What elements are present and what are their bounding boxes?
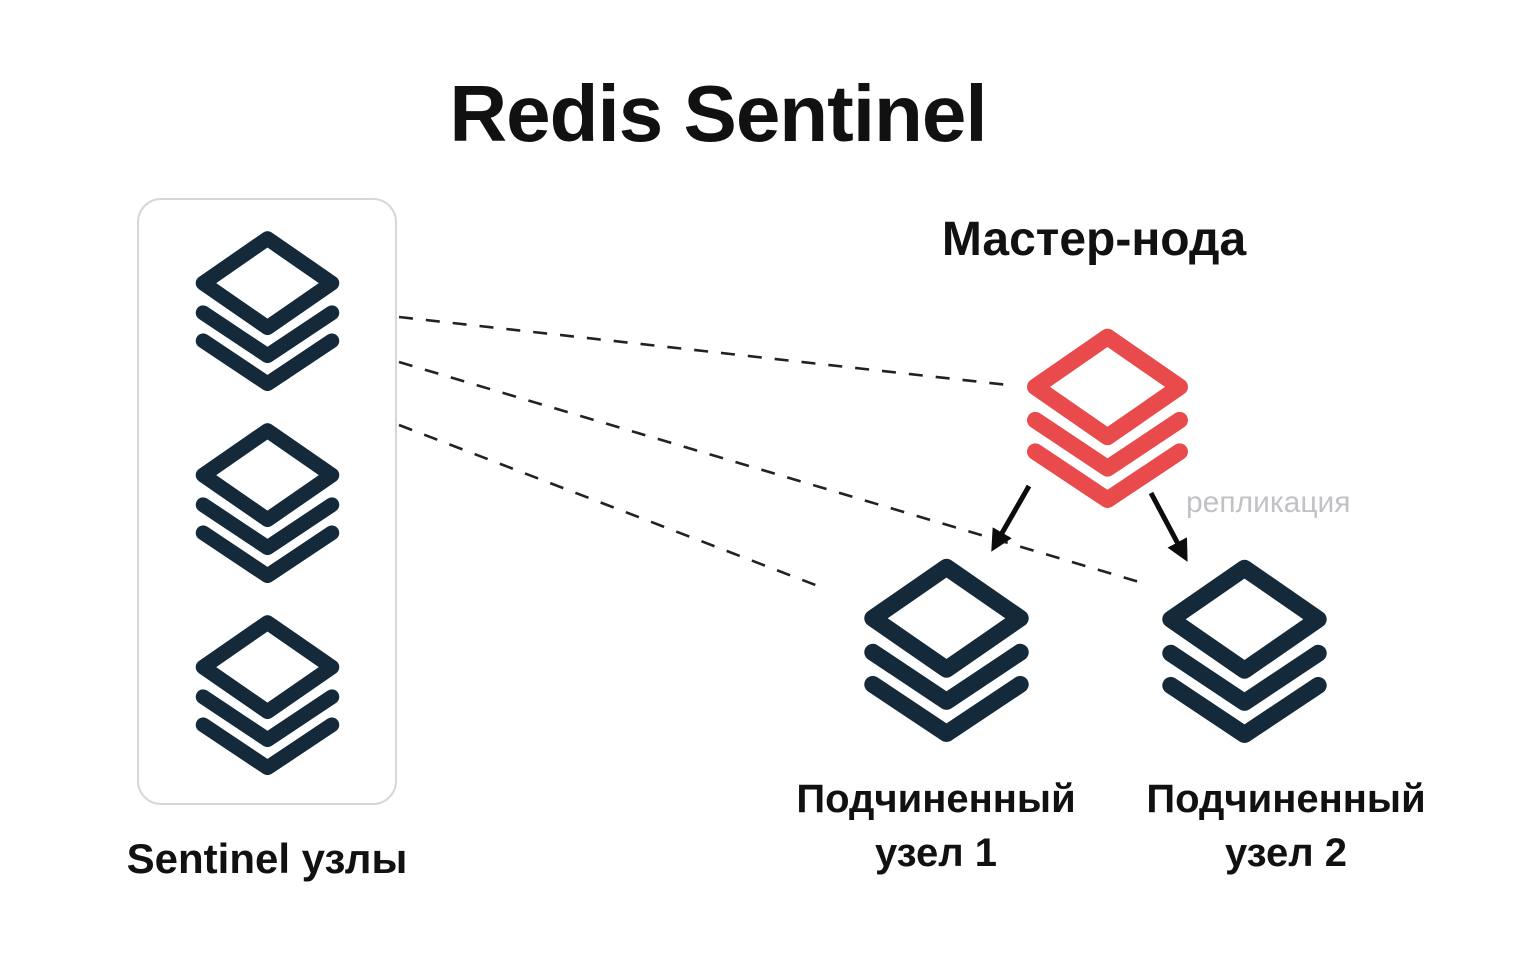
- page-title: Redis Sentinel: [449, 69, 987, 158]
- slave-node-1-label: Подчиненный узел 1: [796, 777, 1076, 875]
- sentinel-node-1-stack-icon: [185, 227, 350, 392]
- sentinel-node-3-stack-icon: [185, 611, 350, 776]
- slave-node-1-stack-icon: [852, 554, 1041, 743]
- link-sentinels-slave1: [398, 423, 819, 588]
- link-sentinels-master: [398, 315, 1009, 387]
- master-node-label: Мастер-нода: [941, 213, 1247, 266]
- slave-node-2-label: Подчиненный узел 2: [1146, 777, 1426, 875]
- master-node-stack-icon: [1015, 324, 1200, 509]
- replication-label: репликация: [1186, 486, 1351, 519]
- sentinel-group-box: [137, 198, 397, 805]
- sentinel-group-label: Sentinel узлы: [126, 835, 408, 882]
- slave-node-2-stack-icon: [1150, 555, 1339, 744]
- sentinel-node-2-stack-icon: [185, 419, 350, 584]
